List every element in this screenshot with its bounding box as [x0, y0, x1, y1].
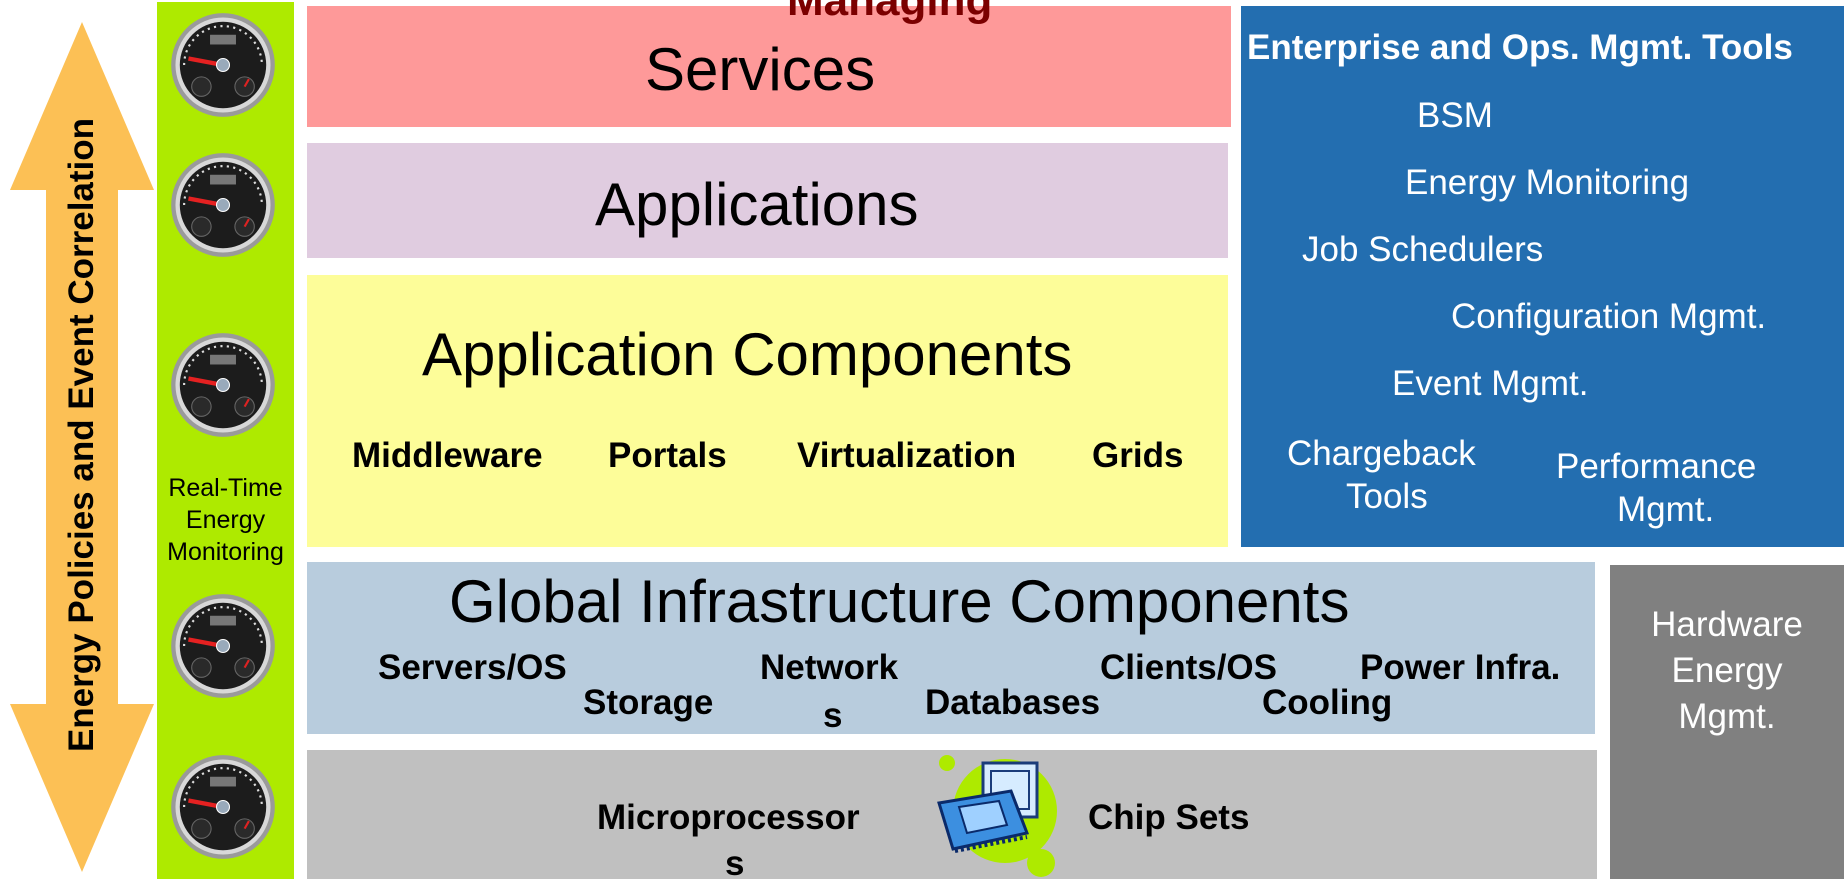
gauge-icon	[169, 151, 277, 259]
performance-label: Performance	[1556, 447, 1757, 486]
chip-sets-label: Chip Sets	[1088, 798, 1250, 837]
gauge-icon	[169, 592, 277, 700]
networks-label-wrap: s	[823, 696, 843, 735]
power-infra-label: Power Infra.	[1360, 648, 1561, 687]
application-components-layer	[307, 275, 1228, 547]
microprocessors-label-wrap: s	[725, 844, 745, 883]
cooling-label: Cooling	[1262, 683, 1393, 722]
energy-monitoring-strip	[157, 2, 294, 879]
energy-policies-label: Energy Policies and Event Correlation	[62, 117, 101, 753]
gauge-icon	[169, 753, 277, 861]
services-title: Services	[645, 36, 876, 103]
databases-label: Databases	[925, 683, 1101, 722]
services-layer	[307, 6, 1231, 127]
energy-monitoring-label: Energy Monitoring	[1405, 163, 1690, 202]
grids-label: Grids	[1092, 436, 1184, 475]
bsm-label: BSM	[1417, 96, 1493, 135]
global-infrastructure-title: Global Infrastructure Components	[449, 568, 1350, 635]
chargeback-label: Chargeback	[1287, 434, 1476, 473]
chargeback-tools-label: Tools	[1346, 477, 1428, 516]
networks-label: Network	[760, 648, 899, 687]
hardware-energy-label: Hardware Energy Mgmt.	[1651, 605, 1803, 736]
global-infrastructure-layer	[307, 562, 1595, 734]
application-components-title: Application Components	[422, 321, 1073, 388]
managing-label: Managing	[787, 0, 993, 25]
applications-layer	[307, 143, 1228, 258]
performance-mgmt-label: Mgmt.	[1617, 490, 1715, 529]
microchip-icon	[937, 755, 1057, 877]
double-arrow-icon	[10, 22, 154, 872]
event-mgmt-label: Event Mgmt.	[1392, 364, 1589, 403]
middleware-label: Middleware	[352, 436, 543, 475]
clients-os-label: Clients/OS	[1100, 648, 1277, 687]
gauge-icon	[169, 331, 277, 439]
hardware-energy-panel	[1610, 565, 1844, 879]
virtualization-label: Virtualization	[797, 436, 1017, 475]
real-time-energy-monitoring-label: Real-Time Energy Monitoring	[167, 474, 284, 566]
applications-title: Applications	[595, 171, 919, 238]
enterprise-tools-panel	[1241, 6, 1844, 547]
job-schedulers-label: Job Schedulers	[1302, 230, 1544, 269]
gauge-icon	[169, 11, 277, 119]
configuration-mgmt-label: Configuration Mgmt.	[1451, 297, 1767, 336]
portals-label: Portals	[608, 436, 727, 475]
storage-label: Storage	[583, 683, 714, 722]
enterprise-tools-title: Enterprise and Ops. Mgmt. Tools	[1247, 28, 1793, 67]
servers-os-label: Servers/OS	[378, 648, 567, 687]
microprocessors-label: Microprocessor	[597, 798, 860, 837]
